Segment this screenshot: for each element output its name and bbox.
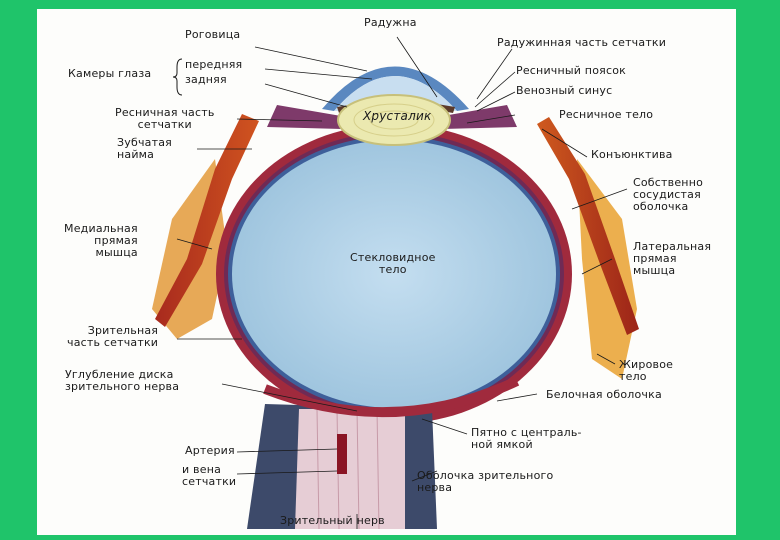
label-macula: Пятно с централь- ной ямкой <box>471 427 582 451</box>
label-ciliary-zonule: Ресничный поясок <box>516 65 626 77</box>
label-lens: Хрусталик <box>363 110 431 122</box>
label-ciliary-retina: Ресничная часть сетчатки <box>115 107 215 131</box>
label-nerve-sheath: Оболочка зрительного нерва <box>417 470 553 494</box>
label-iris: Радужна <box>364 17 417 29</box>
label-venous-sinus: Венозный синус <box>516 85 612 97</box>
label-sclera: Белочная оболочка <box>546 389 662 401</box>
label-eye-chambers: Камеры глаза <box>68 68 151 80</box>
label-artery: Артерия <box>185 445 235 457</box>
label-medial-rectus: Медиальная прямая мышца <box>64 223 138 259</box>
label-vitreous-body: Стекловидное тело <box>350 252 436 276</box>
label-optic-disc: Углубление диска зрительного нерва <box>65 369 179 393</box>
central-retinal-vessel <box>337 434 347 474</box>
illustration-frame: Роговица Радужна Радужинная часть сетчат… <box>37 9 736 535</box>
label-lateral-rectus: Латеральная прямая мышца <box>633 241 711 277</box>
label-ciliary-body: Ресничное тело <box>559 109 653 121</box>
label-ora-serrata: Зубчатая найма <box>117 137 172 161</box>
label-posterior-chamber: задняя <box>185 74 227 86</box>
label-optic-retina: Зрительная часть сетчатки <box>67 325 158 349</box>
optic-nerve <box>295 409 405 529</box>
chambers-brace <box>173 59 182 95</box>
label-optic-nerve: Зрительный нерв <box>280 515 385 527</box>
label-iris-retina: Радужинная часть сетчатки <box>497 37 666 49</box>
label-anterior-chamber: передняя <box>185 59 242 71</box>
label-fat-body: Жировое тело <box>619 359 673 383</box>
label-conjunctiva: Конъюнктива <box>591 149 673 161</box>
label-choroid: Собственно сосудистая оболочка <box>633 177 703 213</box>
label-vein: и вена сетчатки <box>182 464 236 488</box>
label-cornea: Роговица <box>185 29 240 41</box>
